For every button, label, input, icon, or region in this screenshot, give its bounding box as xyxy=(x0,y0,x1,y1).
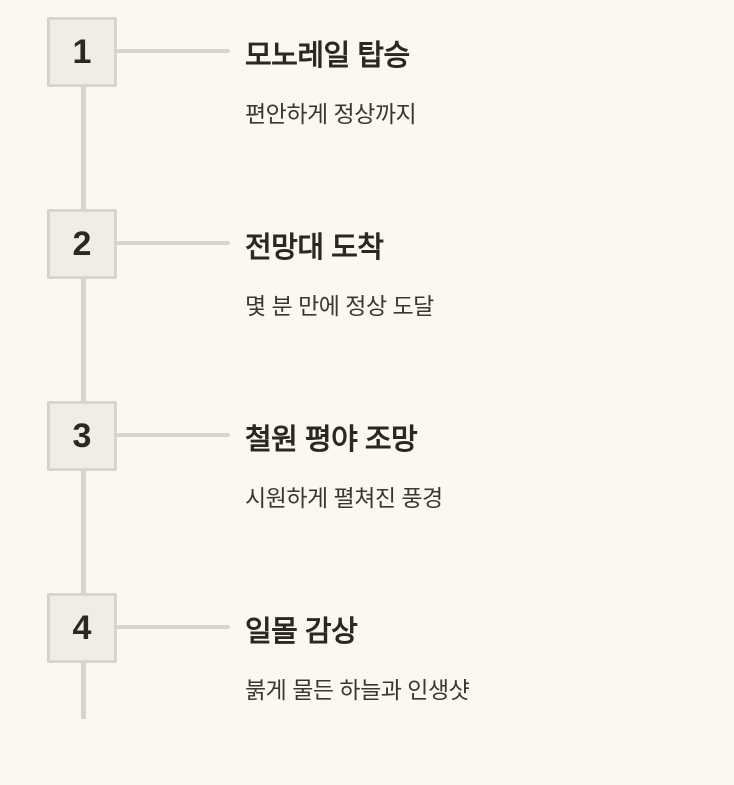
timeline-step-2: 2 전망대 도착 몇 분 만에 정상 도달 xyxy=(0,209,734,401)
step-number: 1 xyxy=(72,33,92,71)
step-title: 모노레일 탑승 xyxy=(245,40,410,72)
step-subtitle: 붉게 물든 하늘과 인생샷 xyxy=(245,677,470,703)
step-title: 전망대 도착 xyxy=(245,232,384,264)
step-subtitle: 몇 분 만에 정상 도달 xyxy=(245,293,434,319)
step-subtitle: 편안하게 정상까지 xyxy=(245,101,417,127)
step-number-box: 2 xyxy=(47,209,117,279)
step-number: 3 xyxy=(72,417,92,455)
step-number-box: 3 xyxy=(47,401,117,471)
timeline-step-3: 3 철원 평야 조망 시원하게 펼쳐진 풍경 xyxy=(0,401,734,593)
step-number-box: 1 xyxy=(47,17,117,87)
timeline-step-4: 4 일몰 감상 붉게 물든 하늘과 인생샷 xyxy=(0,593,734,785)
horizontal-connector-line xyxy=(116,433,230,437)
step-number-box: 4 xyxy=(47,593,117,663)
timeline-step-1: 1 모노레일 탑승 편안하게 정상까지 xyxy=(0,17,734,209)
step-subtitle: 시원하게 펼쳐진 풍경 xyxy=(245,485,443,511)
step-title: 일몰 감상 xyxy=(245,616,358,648)
step-number: 4 xyxy=(72,609,92,647)
horizontal-connector-line xyxy=(116,625,230,629)
horizontal-connector-line xyxy=(116,241,230,245)
step-number: 2 xyxy=(72,225,92,263)
step-title: 철원 평야 조망 xyxy=(245,424,418,456)
timeline-infographic: 1 모노레일 탑승 편안하게 정상까지 2 전망대 도착 몇 분 만에 정상 도… xyxy=(0,17,734,719)
horizontal-connector-line xyxy=(116,49,230,53)
